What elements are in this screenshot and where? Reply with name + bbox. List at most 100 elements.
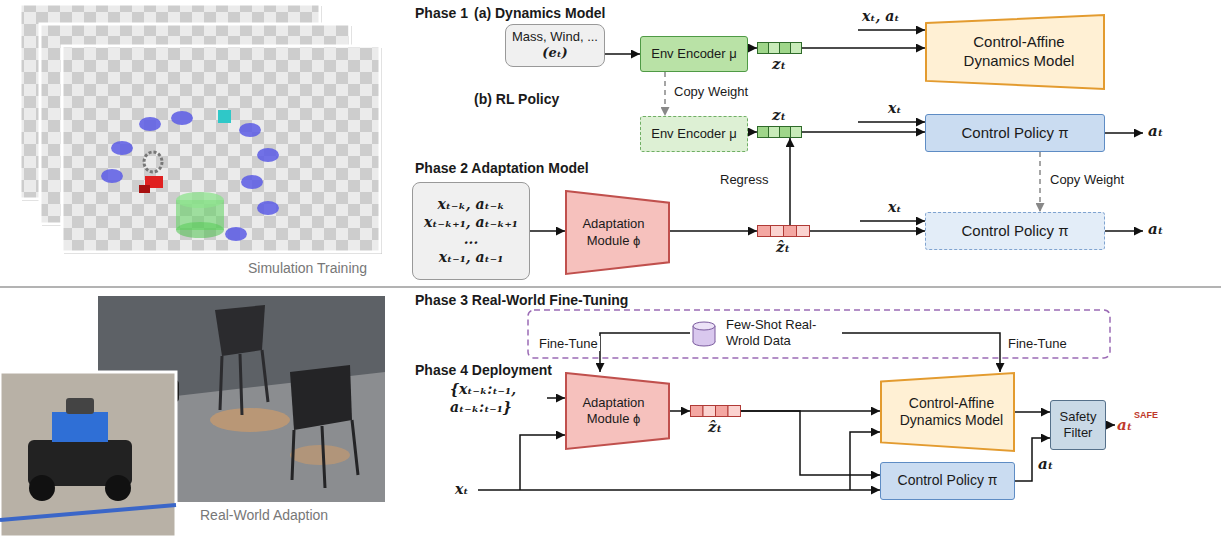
latent-cell (769, 43, 780, 54)
flow-arrow (605, 53, 640, 55)
robot-car-photo-part (0, 505, 176, 520)
adaptation-module: Adaptation Module ϕ (565, 372, 670, 450)
trapezoid-shape (926, 15, 1104, 89)
latent-cell (784, 226, 797, 237)
flow-arrow (740, 411, 880, 475)
latent-cell (780, 43, 791, 54)
dynamics-model: Control-Affine Dynamics Model (880, 372, 1015, 452)
node-text: Control Policy π (961, 222, 1068, 241)
real-world-photo-part (292, 420, 358, 488)
node-text: Env Encoder μ (651, 46, 737, 62)
parameter-box: Mass, Wind, ...(eₜ) (505, 24, 605, 67)
simulation-scene-part (101, 111, 279, 241)
signal-label: xₜ (888, 100, 902, 116)
latent-label: zₜ (772, 55, 786, 74)
latent-cell (716, 406, 729, 417)
node-outline (690, 405, 740, 417)
phase-title: (a) Dynamics Model (474, 5, 605, 21)
flow-arrow (748, 131, 757, 133)
input-arrows (478, 30, 1143, 490)
latent-cell (769, 127, 780, 138)
signal-label: aₜ (1117, 416, 1132, 434)
input-arrows-part (1105, 132, 1143, 134)
latent-vector: ẑₜ (690, 405, 740, 417)
phase-title: Phase 1 (415, 5, 468, 21)
node-text: xₜ₋ₖ₊₁, aₜ₋ₖ₊₁ (424, 214, 518, 232)
signal-label: xₜ (888, 199, 902, 215)
encoder-box: Env Encoder μ (640, 36, 748, 72)
simulation-scene-part (139, 185, 150, 193)
simulation-scene-part (62, 46, 380, 252)
node-text: xₜ₋ₖ, aₜ₋ₖ (438, 196, 505, 214)
edge-label: Fine-Tune (537, 336, 600, 351)
flow-arrow (670, 410, 690, 412)
flow-arrow (530, 230, 565, 232)
data-store: Few-Shot Real-Wrold Data (690, 314, 842, 352)
input-arrows-part (858, 121, 925, 123)
latent-cell (758, 226, 771, 237)
simulation-scene-part-part (239, 123, 261, 137)
flow-arrow (748, 47, 757, 49)
edge-label: aₜ (1036, 455, 1055, 473)
input-arrows-part (1105, 230, 1143, 232)
node-text: Control-Affine Dynamics Model (943, 33, 1095, 71)
simulation-scene-part-part (111, 141, 133, 155)
latent-cell (758, 43, 769, 54)
input-arrows-part (1106, 424, 1115, 426)
node-outline (757, 126, 801, 138)
node-text: Env Encoder μ (651, 126, 737, 142)
flow-arrow (789, 138, 791, 225)
node-text: ... (464, 231, 479, 249)
real-world-photo-part (220, 350, 268, 415)
signal-label: aₜ (1148, 122, 1163, 140)
latent-vector: zₜ (757, 42, 801, 54)
real-world-photo-part (215, 305, 265, 356)
node-text: Control Policy π (898, 472, 998, 490)
signal-label: xₜ, aₜ (862, 8, 900, 24)
trapezoid-shape (566, 191, 669, 274)
copy-arrow (1039, 152, 1041, 212)
input-arrows-part (850, 432, 880, 490)
finetune-region (528, 310, 1110, 358)
latent-label: ẑₜ (776, 238, 790, 257)
node-text: Control-Affine Dynamics Model (896, 395, 1007, 430)
simulation-scene-part (176, 192, 224, 208)
simulation-scene-part-part (171, 111, 193, 125)
latent-label: zₜ (772, 106, 786, 125)
safety-filter: Safety Filter (1050, 400, 1106, 450)
latent-cell (771, 226, 784, 237)
database-icon (692, 318, 720, 348)
node-text: (eₜ) (542, 45, 567, 61)
node-text: Mass, Wind, ... (512, 29, 598, 45)
simulation-scene-part-part (257, 201, 279, 215)
flow-arrow (801, 131, 925, 133)
edge-label: Fine-Tune (1006, 336, 1069, 351)
latent-cell (780, 127, 791, 138)
latent-cell (791, 43, 802, 54)
node-text: xₜ₋₁, aₜ₋₁ (439, 249, 504, 267)
robot-car-photo (0, 372, 176, 537)
simulation-scene-part-part (101, 169, 123, 183)
edge-label: Copy Weight (1048, 172, 1126, 187)
policy-box: Control Policy π (880, 462, 1015, 500)
latent-cell (728, 406, 741, 417)
robot-car-photo-part (52, 412, 108, 442)
copy-arrow (664, 72, 666, 116)
flow-arrow (801, 47, 925, 49)
trapezoid-shape (566, 373, 669, 449)
simulation-scene-part (218, 110, 231, 123)
robot-car-photo-part (29, 475, 55, 501)
real-world-photo-part (210, 408, 290, 432)
flow-arrow (809, 230, 925, 232)
real-world-photo-part (290, 365, 352, 430)
simulation-scene-part-part (257, 148, 279, 162)
node-text: Adaptation Module ϕ (573, 395, 654, 428)
caption-label: Real-World Adaption (200, 507, 328, 523)
signal-label: {xₜ₋ₖ:ₜ₋₁, aₜ₋ₖ:ₜ₋₁} (450, 380, 545, 416)
simulation-scene (20, 4, 382, 254)
node-text: Few-Shot Real-Wrold Data (726, 317, 840, 350)
robot-car-photo-part (0, 372, 176, 537)
robot-car-photo-part (105, 475, 131, 501)
edge-label: Regress (718, 172, 770, 187)
